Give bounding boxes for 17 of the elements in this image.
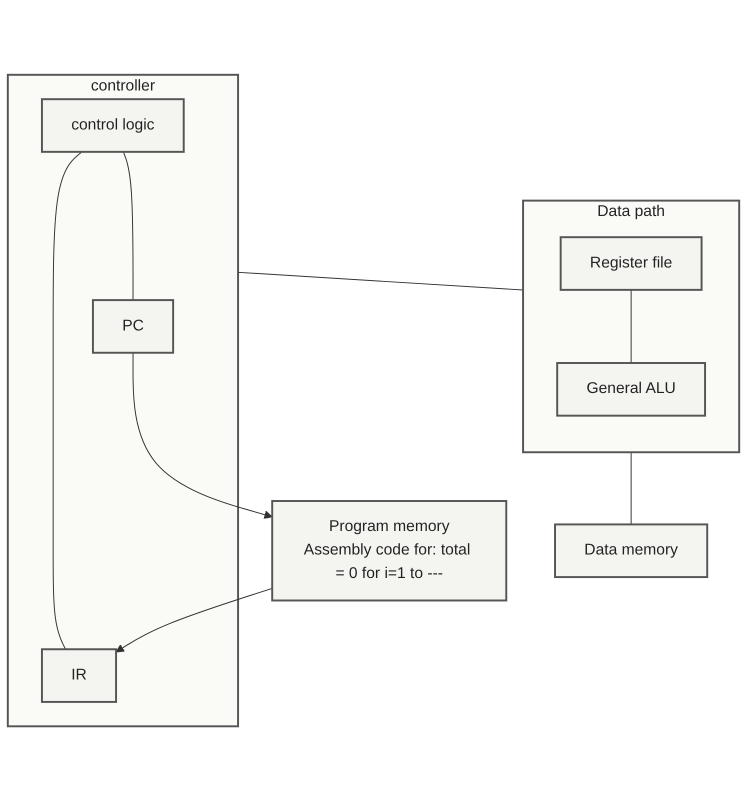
arrow (132, 352, 273, 520)
node-box (554, 524, 708, 578)
node-box (40, 648, 118, 704)
node-box (556, 362, 706, 418)
arrow (116, 588, 273, 653)
node-box (271, 500, 508, 602)
connector (238, 272, 524, 291)
connector (122, 152, 134, 302)
node-box (92, 300, 174, 354)
node-box (560, 236, 703, 292)
cluster (6, 74, 240, 728)
cluster (522, 200, 740, 454)
connector (630, 290, 632, 364)
connector (630, 452, 632, 526)
block-diagram: controller Data path Register file General ALU control logic IR PC Program memory Assembly code for: total = 0 for i=1 to --- Data memory (0, 67, 747, 735)
node-box (40, 98, 185, 154)
connector (52, 152, 82, 650)
